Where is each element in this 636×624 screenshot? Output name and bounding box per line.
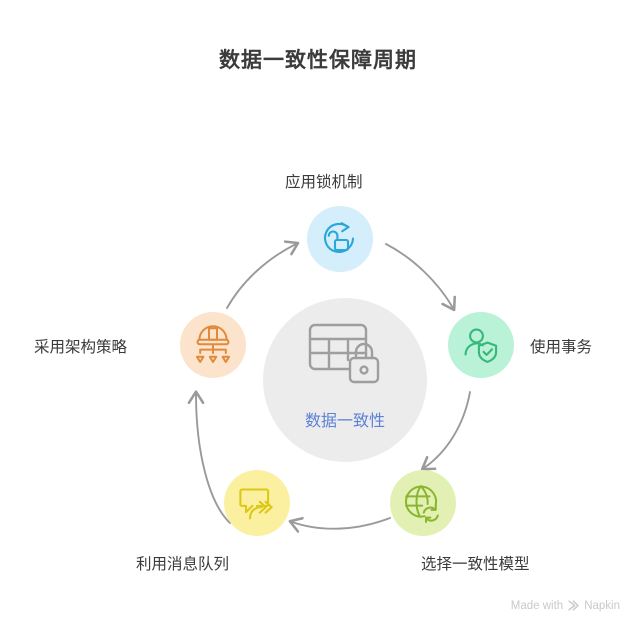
arrow-left-to-top	[226, 244, 296, 309]
node-label-adopt-architecture-strategy: 采用架构策略	[34, 339, 128, 356]
node-label-use-transactions: 使用事务	[530, 339, 593, 356]
watermark: Made with Napkin	[511, 599, 620, 612]
hardhat-hierarchy-icon	[196, 325, 230, 363]
node-label-choose-consistency-model: 选择一致性模型	[421, 556, 530, 573]
unlock-refresh-icon	[323, 222, 355, 253]
napkin-logo-icon	[568, 600, 579, 611]
watermark-brand: Napkin	[584, 599, 620, 612]
globe-sync-icon	[405, 485, 439, 523]
table-lock-icon	[308, 323, 380, 384]
node-choose-consistency-model[interactable]	[390, 470, 456, 536]
arrow-right-to-bottom-right	[424, 391, 471, 468]
arrow-bottom-right-to-bottom-left	[292, 518, 391, 529]
message-forward-icon	[239, 488, 273, 520]
node-label-use-message-queue: 利用消息队列	[136, 556, 230, 573]
node-use-message-queue[interactable]	[224, 470, 290, 536]
arrow-top-to-right	[385, 243, 453, 308]
node-apply-lock-mechanism[interactable]	[307, 206, 373, 272]
user-shield-check-icon	[464, 328, 498, 363]
node-use-transactions[interactable]	[448, 312, 514, 378]
node-label-apply-lock-mechanism: 应用锁机制	[285, 174, 363, 191]
watermark-prefix: Made with	[510, 599, 564, 612]
arrow-bottom-left-to-left	[196, 394, 231, 524]
node-adopt-architecture-strategy[interactable]	[180, 312, 246, 378]
center-label: 数据一致性	[304, 413, 385, 430]
page-title: 数据一致性保障周期	[219, 48, 417, 72]
